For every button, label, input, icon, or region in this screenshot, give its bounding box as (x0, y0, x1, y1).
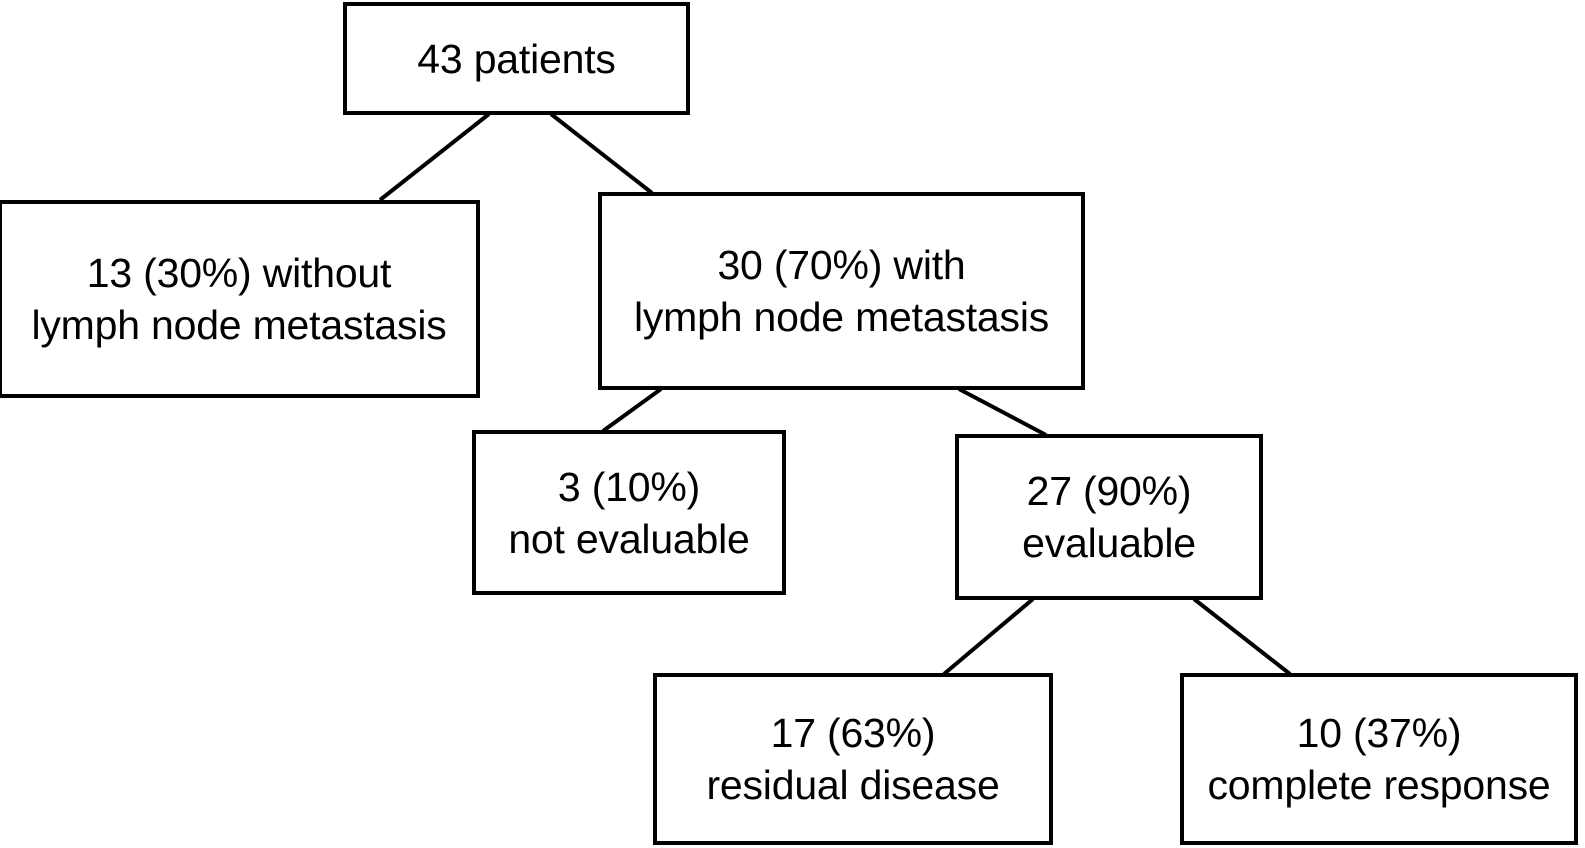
connector-total-to-with-metastasis (549, 112, 654, 195)
node-not-evaluable: 3 (10%) not evaluable (472, 430, 786, 595)
node-evaluable: 27 (90%) evaluable (955, 434, 1263, 600)
node-evaluable-label: 27 (90%) evaluable (1022, 468, 1196, 566)
node-without-lymph-node-metastasis-label: 13 (30%) without lymph node metastasis (31, 250, 447, 348)
node-with-lymph-node-metastasis-label: 30 (70%) with lymph node metastasis (633, 242, 1050, 340)
node-without-lymph-node-metastasis: 13 (30%) without lymph node metastasis (0, 200, 480, 398)
node-not-evaluable-label: 3 (10%) not evaluable (508, 463, 750, 562)
node-complete-response: 10 (37%) complete response (1180, 673, 1578, 845)
connector-evaluable-to-complete-response (1192, 597, 1292, 676)
connector-total-to-without-metastasis (378, 112, 491, 202)
node-with-lymph-node-metastasis: 30 (70%) with lymph node metastasis (598, 192, 1085, 390)
node-residual-disease-label: 17 (63%) residual disease (706, 710, 1000, 808)
node-total-patients-label: 43 patients (417, 35, 616, 82)
node-total-patients: 43 patients (343, 2, 690, 115)
connector-with-metastasis-to-not-evaluable (601, 387, 663, 433)
connector-evaluable-to-residual-disease (942, 597, 1035, 676)
node-complete-response-label: 10 (37%) complete response (1207, 710, 1551, 808)
node-residual-disease: 17 (63%) residual disease (653, 673, 1053, 845)
connector-with-metastasis-to-evaluable (958, 387, 1047, 437)
